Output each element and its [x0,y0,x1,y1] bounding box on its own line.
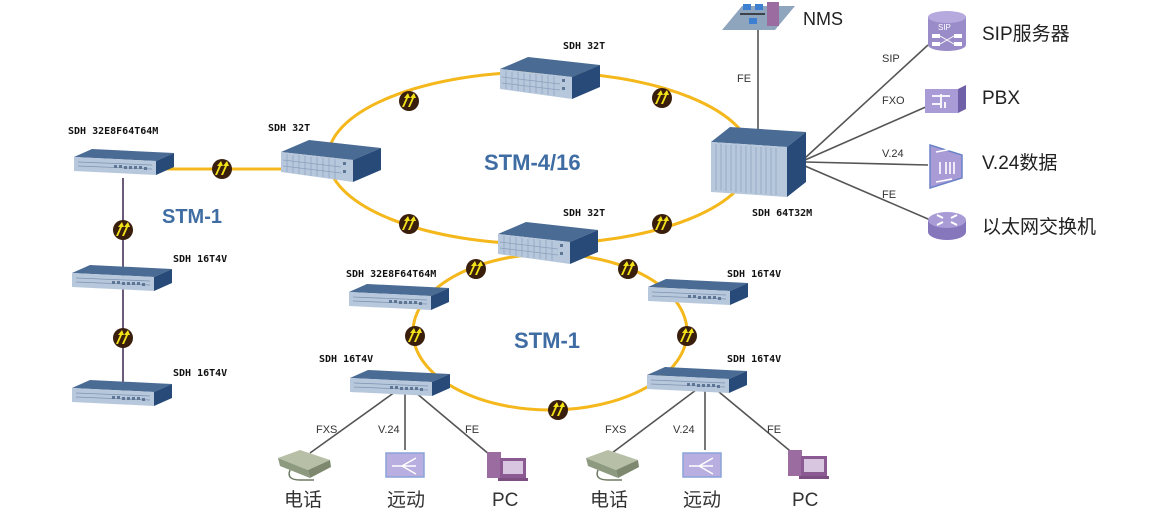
pbx-icon [925,85,966,113]
sdh-1u-device-icon [349,369,451,397]
optical-badges [113,88,697,420]
sdh-device-access-right-bottom[interactable]: SDH 16T4V [646,354,781,394]
telephone-icon [586,450,639,481]
terminal-pc-left[interactable]: PC [487,452,528,511]
telecontrol-icon [385,452,425,478]
optical-link-icon [113,220,133,240]
optical-link-icon [548,400,568,420]
device-label: SDH 16T4V [727,354,781,365]
optical-link-icon [212,159,232,179]
terminal-telecontrol-left[interactable]: 远动 [385,452,425,511]
sdh-1u-device-icon [71,264,173,292]
nms-label: NMS [803,9,843,29]
sdh-1u-device-icon [646,366,748,394]
sdh-1u-device-icon [71,379,173,407]
device-label: SDH 32T [268,123,310,134]
pc-icon [487,452,528,481]
sdh-chassis-icon [711,127,806,197]
sdh-2u-device-icon [499,56,601,100]
v24-data-icon [929,143,963,190]
optical-link-icon [618,259,638,279]
sdh-device-core-bottom[interactable]: SDH 32T [497,208,605,265]
terminal-label: 远动 [387,489,425,511]
sdh-device-chain-mid[interactable]: SDH 16T4V [71,254,227,292]
terminal-pc-right[interactable]: PC [788,450,829,511]
terminal-telephone-right[interactable]: 电话 [586,450,639,511]
sip-server-icon: SIP [928,11,966,51]
service-ethernet-switch[interactable]: 以太网交换机 [928,212,1096,240]
service-label: 以太网交换机 [982,216,1096,238]
nms-node[interactable]: NMS [722,2,843,30]
optical-link-icon [652,214,672,234]
optical-link-icon [652,88,672,108]
sdh-2u-device-icon [280,139,382,183]
terminal-label: PC [792,490,818,511]
service-sip-server[interactable]: SIP SIP服务器 [928,11,1070,51]
sdh-device-access-left-top[interactable]: SDH 32E8F64T64M [346,269,450,311]
link-label-fxo: FXO [882,95,905,107]
optical-link-icon [399,91,419,111]
link-label-fe: FE [882,189,896,201]
device-label: SDH 16T4V [727,269,781,280]
device-label: SDH 32T [563,41,605,52]
telecontrol-icon [682,452,722,478]
optical-link-icon [677,326,697,346]
ring-label-chain: STM-1 [162,206,222,228]
link-label-v24: V.24 [882,148,904,160]
service-v24-data[interactable]: V.24数据 [929,143,1057,190]
sdh-1u-device-icon [348,283,450,311]
terminal-telephone-left[interactable]: 电话 [278,450,331,511]
optical-link-icon [466,259,486,279]
svg-text:SIP: SIP [938,23,951,32]
telephone-icon [278,450,331,481]
terminal-links [309,386,796,456]
service-label: V.24数据 [982,152,1057,174]
link-label-fxs: FXS [605,424,626,436]
sdh-device-core-left[interactable]: SDH 32T [268,123,382,183]
link-label-v24: V.24 [673,424,695,436]
ring-label-access: STM-1 [514,328,580,353]
device-label: SDH 16T4V [173,254,227,265]
optical-link-icon [113,328,133,348]
terminal-label: 远动 [683,489,721,511]
sdh-device-core-top[interactable]: SDH 32T [499,41,605,100]
link-label-fxs: FXS [316,424,337,436]
sdh-device-core-hub[interactable]: SDH 64T32M [711,127,812,219]
sdh-1u-device-icon [647,278,749,306]
nms-workstation-icon [722,2,795,30]
terminal-label: 电话 [284,489,322,511]
link-label-sip: SIP [882,53,900,65]
optical-link-icon [399,214,419,234]
sdh-device-access-left-bottom[interactable]: SDH 16T4V [319,354,451,397]
device-label: SDH 64T32M [752,208,812,219]
link-label-fe: FE [465,424,479,436]
sdh-device-chain-head[interactable]: SDH 32E8F64T64M [68,126,175,176]
pc-icon [788,450,829,479]
service-pbx[interactable]: PBX [925,85,1020,113]
terminal-label: PC [492,490,518,511]
sdh-1u-device-icon [73,148,175,176]
sdh-device-access-right-top[interactable]: SDH 16T4V [647,269,781,306]
service-label: SIP服务器 [982,23,1070,45]
device-label: SDH 32E8F64T64M [68,126,158,137]
nms-link-label: FE [737,73,751,85]
link-label-v24: V.24 [378,424,400,436]
link-label-fe: FE [767,424,781,436]
ethernet-switch-icon [928,212,966,240]
device-label: SDH 16T4V [319,354,373,365]
terminal-telecontrol-right[interactable]: 远动 [682,452,722,511]
device-label: SDH 32T [563,208,605,219]
hub-service-links [757,30,936,223]
optical-link-icon [405,326,425,346]
ring-label-core: STM-4/16 [484,150,581,175]
service-label: PBX [982,88,1020,109]
device-label: SDH 32E8F64T64M [346,269,436,280]
sdh-device-chain-tail[interactable]: SDH 16T4V [71,368,227,407]
terminal-label: 电话 [590,489,628,511]
device-label: SDH 16T4V [173,368,227,379]
